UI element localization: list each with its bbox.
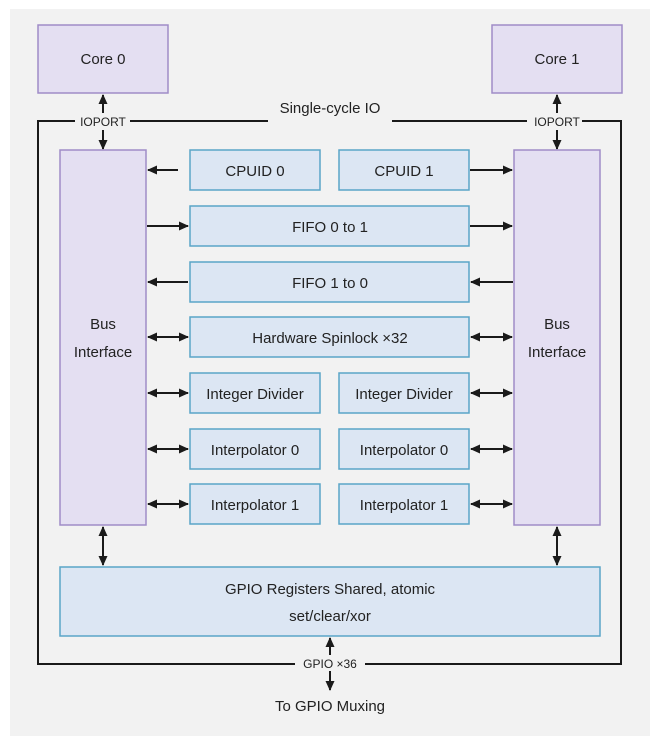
- ioport-right-label: IOPORT: [534, 115, 580, 129]
- fifo-1-to-0-label: FIFO 1 to 0: [292, 275, 368, 292]
- to-gpio-muxing-label: To GPIO Muxing: [275, 698, 385, 715]
- gpio-registers-line2: set/clear/xor: [289, 608, 371, 625]
- fifo-0-to-1-box: [189, 205, 470, 247]
- divider-right-box: [338, 372, 470, 414]
- bus-interface-left-line2: Interface: [74, 344, 132, 361]
- single-cycle-io-knockout: [268, 113, 392, 129]
- interp1-left-label: Interpolator 1: [211, 497, 299, 514]
- divider-right-label: Integer Divider: [355, 386, 453, 403]
- gpio-registers-box: [59, 566, 601, 637]
- bus-interface-left-line1: Bus: [90, 316, 116, 333]
- diagram-canvas: Core 0 Core 1 Single-cycle IO IOPORT IOP…: [10, 9, 650, 736]
- cpuid-0-label: CPUID 0: [225, 163, 284, 180]
- spinlock-box: [189, 316, 470, 358]
- fifo-1-to-0-box: [189, 261, 470, 303]
- interp1-right-box: [338, 483, 470, 525]
- core-1-box: [491, 24, 623, 94]
- cpuid-1-label: CPUID 1: [374, 163, 433, 180]
- single-cycle-io-label: Single-cycle IO: [280, 100, 381, 117]
- bus-interface-right: [513, 149, 601, 526]
- ioport-left-label: IOPORT: [80, 115, 126, 129]
- interp0-right-label: Interpolator 0: [360, 442, 448, 459]
- divider-left-label: Integer Divider: [206, 386, 304, 403]
- interp0-left-box: [189, 428, 321, 470]
- cpuid-0-box: [189, 149, 321, 191]
- cpuid-1-box: [338, 149, 470, 191]
- gpio-count-label: GPIO ×36: [303, 657, 357, 671]
- divider-left-box: [189, 372, 321, 414]
- interp0-right-box: [338, 428, 470, 470]
- bus-interface-left: [59, 149, 147, 526]
- ioport-right-knockout: [527, 115, 582, 129]
- bus-interface-right-line2: Interface: [528, 344, 586, 361]
- core-0-box: [37, 24, 169, 94]
- interp1-right-label: Interpolator 1: [360, 497, 448, 514]
- interp1-left-box: [189, 483, 321, 525]
- bus-interface-right-line1: Bus: [544, 316, 570, 333]
- spinlock-label: Hardware Spinlock ×32: [252, 330, 408, 347]
- core-1-label: Core 1: [534, 51, 579, 68]
- gpio-count-knockout: [295, 656, 365, 670]
- gpio-registers-line1: GPIO Registers Shared, atomic: [225, 581, 436, 598]
- fifo-0-to-1-label: FIFO 0 to 1: [292, 219, 368, 236]
- core-0-label: Core 0: [80, 51, 125, 68]
- ioport-left-knockout: [75, 115, 130, 129]
- sio-block-diagram: Core 0 Core 1 Single-cycle IO IOPORT IOP…: [37, 24, 623, 715]
- interp0-left-label: Interpolator 0: [211, 442, 299, 459]
